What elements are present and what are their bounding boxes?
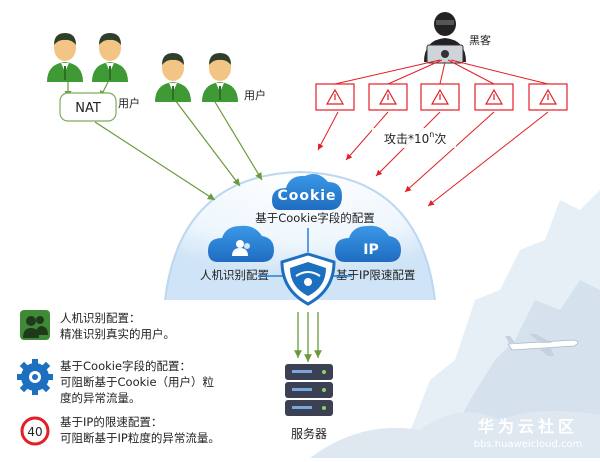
watermark: 华为云社区 bbs.huaweicloud.com xyxy=(474,417,583,450)
warning-icon xyxy=(325,88,558,105)
ip-caption: 基于IP限速配置 xyxy=(336,268,415,282)
legend-human-desc: 精准识别真实的用户。 xyxy=(60,327,175,341)
airplane-icon xyxy=(505,334,579,356)
ip-cloud: IP xyxy=(335,225,401,262)
users-right-label: 用户 xyxy=(244,88,266,102)
cookie-caption: 基于Cookie字段的配置 xyxy=(255,211,375,225)
legend-cookie-title: 基于Cookie字段的配置： xyxy=(60,359,191,373)
gear-icon xyxy=(17,359,53,395)
attack-count-label: 攻击*10n次 xyxy=(372,128,456,148)
nat-box: NAT xyxy=(59,92,117,122)
legend-cookie-desc-1: 可阻断基于Cookie（用户）粒 xyxy=(60,375,214,389)
legend-ip-title: 基于IP的限速配置： xyxy=(60,415,162,429)
cookie-cloud: Cookie xyxy=(272,174,342,210)
protection-dome xyxy=(165,172,435,300)
hacker-links xyxy=(334,59,549,85)
attack-text: 攻击*10 xyxy=(384,132,429,146)
user-group-left xyxy=(47,33,128,82)
background-mountains xyxy=(310,190,600,458)
attack-suffix: 次 xyxy=(434,132,446,146)
nat-label: NAT xyxy=(75,101,101,116)
attack-machines xyxy=(315,83,568,111)
attack-superscript: n xyxy=(429,130,434,139)
shield-icon xyxy=(280,252,336,306)
svg-text:攻击*10n次: 攻击*10n次 xyxy=(384,130,446,146)
users-icon xyxy=(20,310,50,340)
attack-traffic-arrows xyxy=(317,111,549,207)
clean-traffic-arrows xyxy=(294,312,322,362)
users-left-label: 用户 xyxy=(118,96,140,110)
watermark-brand: 华为云社区 xyxy=(478,417,578,436)
ip-title: IP xyxy=(363,242,378,258)
user-badge-icon xyxy=(232,240,250,256)
shield-connectors xyxy=(258,228,352,277)
cookie-title: Cookie xyxy=(277,188,336,204)
legend-human-title: 人机识别配置： xyxy=(60,311,141,325)
hacker-icon xyxy=(424,12,466,64)
hacker-label: 黑客 xyxy=(469,33,491,47)
legend-ip-desc: 可阻断基于IP粒度的异常流量。 xyxy=(60,431,220,445)
user-group-right xyxy=(155,53,238,102)
server-label: 服务器 xyxy=(291,426,327,441)
server-icon xyxy=(285,364,333,416)
human-verification-caption: 人机识别配置 xyxy=(200,268,269,282)
speed-limit-icon: 40 xyxy=(20,416,50,446)
speed-limit-value: 40 xyxy=(27,425,42,439)
watermark-url: bbs.huaweicloud.com xyxy=(474,439,583,450)
legend-cookie-desc-2: 度的异常流量。 xyxy=(60,391,141,405)
human-verification-cloud xyxy=(208,225,274,262)
legend: 人机识别配置： 精准识别真实的用户。 基于Cookie字段的配置： 可阻断基于C… xyxy=(17,310,220,446)
